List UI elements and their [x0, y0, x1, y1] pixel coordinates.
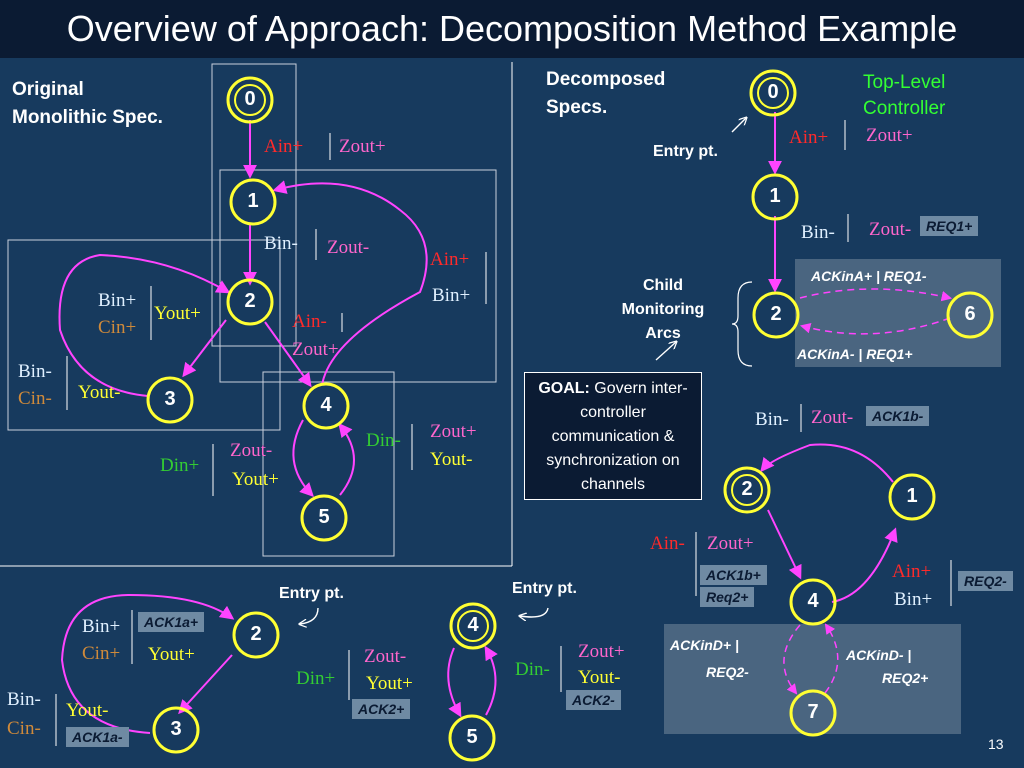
node-0-left: 0	[244, 88, 256, 110]
sig-bin-plus-1: Bin+	[432, 285, 471, 306]
ack-ackind-plus: ACKinD+ |	[670, 637, 739, 653]
sig-ain-plus-2: Ain+	[430, 249, 470, 270]
sig-ain-plus-1: Ain+	[264, 136, 304, 157]
sig-bin-plus-3: Bin+	[894, 589, 933, 610]
sig-yout-minus-4: Yout-	[578, 667, 621, 688]
ack-ack2-minus: ACK2-	[566, 690, 621, 710]
sig-zout-minus-3: Zout-	[869, 219, 912, 240]
sig-zout-minus-2: Zout-	[230, 440, 273, 461]
sig-bin-plus-4: Bin+	[82, 616, 121, 637]
node-5-left: 5	[318, 506, 330, 528]
sig-yout-plus-4: Yout+	[366, 673, 413, 694]
ack-req2-plus: REQ2+	[882, 670, 929, 686]
sig-zout-plus-1: Zout+	[339, 136, 386, 157]
entry-pt-bottom-left: Entry pt.	[279, 585, 344, 602]
group-box-4-5	[262, 371, 395, 557]
node-2-left: 2	[244, 290, 256, 312]
ack-ackina-plus: ACKinA+ | REQ1-	[811, 268, 927, 284]
decomposed-specs-label: Decomposed Specs.	[546, 69, 666, 118]
panel-d-monitor	[664, 624, 961, 734]
sig-bin-minus-4: Bin-	[755, 409, 789, 430]
slide-title: Overview of Approach: Decomposition Meth…	[0, 0, 1024, 58]
node-5-bottom: 5	[466, 726, 478, 748]
ack-req2-plus-lower: Req2+	[700, 587, 755, 607]
sig-ain-plus-4: Ain+	[892, 561, 932, 582]
node-4-bottom: 4	[467, 614, 479, 636]
page-number: 13	[988, 736, 1004, 752]
node-3-left: 3	[164, 388, 176, 410]
ack-req1-plus: REQ1+	[920, 216, 979, 236]
sig-zout-plus-3: Zout+	[430, 421, 477, 442]
sig-zout-plus-5: Zout+	[707, 533, 754, 554]
sig-cin-minus-1: Cin-	[18, 388, 52, 409]
entry-pt-bottom-right: Entry pt.	[512, 580, 577, 597]
ack-ackind-minus: ACKinD- |	[846, 647, 912, 663]
panel-child-monitor	[795, 259, 1001, 367]
sig-bin-plus-2: Bin+	[98, 290, 137, 311]
ack-ack1b-minus: ACK1b-	[866, 406, 930, 426]
sig-yout-plus-3: Yout+	[148, 644, 195, 665]
node-4-right: 4	[807, 590, 819, 612]
node-rings	[146, 69, 994, 762]
ack-req2-minus-2: REQ2-	[706, 664, 749, 680]
node-6-top: 6	[964, 303, 976, 325]
sig-yout-plus-2: Yout+	[232, 469, 279, 490]
goal-box: GOAL: Govern inter-controller communicat…	[524, 372, 702, 500]
entry-pt-top: Entry pt.	[653, 143, 718, 160]
sig-zout-plus-4: Zout+	[866, 125, 913, 146]
sig-zout-plus-6: Zout+	[578, 641, 625, 662]
node-2-right: 2	[741, 478, 753, 500]
goal-bold: GOAL:	[538, 380, 590, 397]
node-7-right: 7	[807, 701, 819, 723]
sig-ain-plus-3: Ain+	[789, 127, 829, 148]
group-box-1-2	[219, 169, 497, 383]
sig-din-plus-2: Din+	[296, 668, 336, 689]
sig-zout-minus-4: Zout-	[811, 407, 854, 428]
sig-din-minus-2: Din-	[515, 659, 550, 680]
sig-cin-plus-2: Cin+	[82, 643, 121, 664]
ack-req2-minus: REQ2-	[958, 571, 1013, 591]
node-0-top: 0	[767, 81, 779, 103]
group-box-2-3	[7, 239, 281, 431]
node-2-bottom: 2	[250, 623, 262, 645]
sig-din-plus-1: Din+	[160, 455, 200, 476]
original-spec-label: Original Monolithic Spec.	[12, 79, 163, 128]
ack-ack1a-minus: ACK1a-	[66, 727, 129, 747]
sig-yout-minus-2: Yout-	[430, 449, 473, 470]
node-2-top: 2	[770, 303, 782, 325]
goal-text: Govern inter-controller communication & …	[546, 380, 688, 493]
sig-yout-minus-3: Yout-	[66, 700, 109, 721]
sig-yout-minus-1: Yout-	[78, 382, 121, 403]
node-4-left: 4	[320, 394, 332, 416]
sig-bin-minus-5: Bin-	[7, 689, 41, 710]
node-1-left: 1	[247, 190, 259, 212]
bracket	[731, 281, 753, 367]
node-1-top: 1	[769, 185, 781, 207]
sig-bin-minus-1: Bin-	[264, 233, 298, 254]
sig-zout-minus-1: Zout-	[327, 237, 370, 258]
ack-ack1b-plus: ACK1b+	[700, 565, 767, 585]
node-1-right: 1	[906, 485, 918, 507]
sig-zout-minus-5: Zout-	[364, 646, 407, 667]
top-level-controller-label: Top-Level Controller	[863, 72, 946, 119]
sig-bin-minus-2: Bin-	[18, 361, 52, 382]
node-3-bottom: 3	[170, 718, 182, 740]
group-box-0-2	[211, 63, 297, 347]
sig-zout-plus-2: Zout+	[292, 339, 339, 360]
sig-bin-minus-3: Bin-	[801, 222, 835, 243]
sig-yout-plus-1: Yout+	[154, 303, 201, 324]
sig-ain-minus-2: Ain-	[650, 533, 685, 554]
ack-ack2-plus: ACK2+	[352, 699, 411, 719]
sig-cin-plus-1: Cin+	[98, 317, 137, 338]
ack-ack1a-plus: ACK1a+	[138, 612, 205, 632]
child-monitoring-label: Child Monitoring Arcs	[621, 277, 705, 342]
sig-cin-minus-2: Cin-	[7, 718, 41, 739]
sig-din-minus-1: Din-	[366, 430, 401, 451]
sig-ain-minus-1: Ain-	[292, 311, 327, 332]
ack-ackina-minus: ACKinA- | REQ1+	[797, 346, 913, 362]
